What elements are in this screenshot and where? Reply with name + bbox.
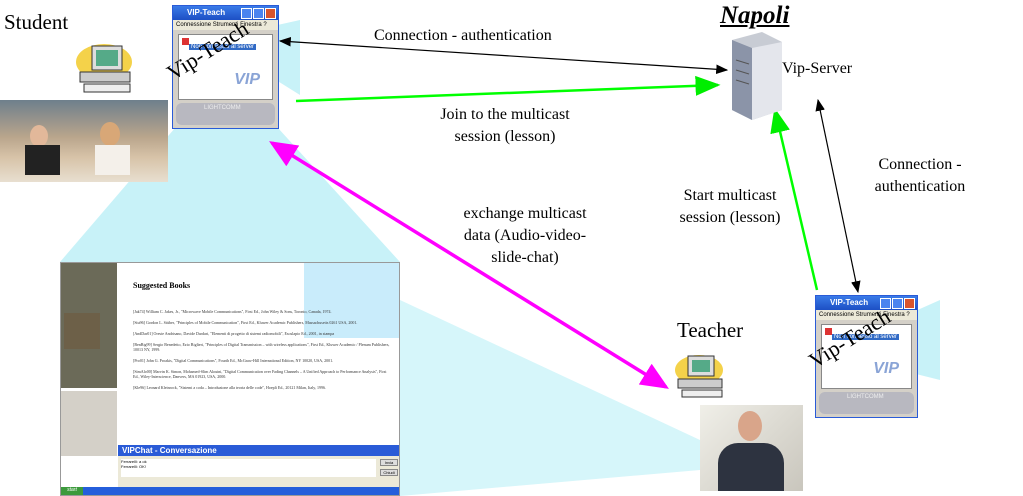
classroom-photo [0,100,168,182]
maximize-button[interactable] [892,298,903,309]
reference: [SimAlo00] Marvin K. Simon, Mohamed-Slim… [133,369,387,379]
connection-status: Non connesso al server [832,334,900,340]
slide-title: Suggested Books [133,281,191,290]
computer-icon [76,44,132,93]
connection-status: Non connesso al server [189,44,257,50]
menu-strumenti[interactable]: Strumenti [855,312,882,318]
menu-help[interactable]: ? [906,312,910,318]
teacher-beam [400,300,700,496]
label-student-auth: Connection - authentication [374,27,552,44]
vip-teach-window-teacher[interactable]: VIP-Teach Connessione Strumenti Finestra… [815,295,918,418]
reference: [Jak74] William C. Jakes, Jr., "Microwav… [133,309,332,314]
video-panel [61,263,117,388]
control-panel: LIGHTCOMM [176,103,275,125]
reference: [BenBig99] Sergio Benedetto, Ezio Biglie… [133,342,390,352]
chat-window: VIPChat - Conversazione Ferrarelli: a ok… [118,445,399,489]
label-line: authentication [874,178,966,195]
lesson-screenshot: Suggested Books [Jak74] William C. Jakes… [60,262,400,496]
label-start-multicast: Start multicast session (lesson) [660,185,800,229]
label-line: Connection - [878,156,962,173]
teacher-video [64,313,100,349]
window-title: VIP-Teach [187,8,226,17]
label-line: Start multicast [683,187,777,204]
brand-label: LIGHTCOMM [204,105,241,111]
window-title: VIP-Teach [830,298,869,307]
server-icon [732,32,782,120]
chat-send-button[interactable]: Invia [380,459,398,466]
menu-finestra[interactable]: Finestra [240,22,262,28]
arrow-exchange-data [269,141,669,389]
blue-area [304,263,399,338]
label-exchange-data: exchange multicast data (Audio-video-slid… [440,203,610,269]
server-city: Napoli [720,2,790,29]
vip-teach-window-student[interactable]: VIP-Teach Connessione Strumenti Finestra… [172,5,279,129]
student-label: Student [4,10,69,34]
vip-logo: VIP [234,71,260,88]
arrow-student-server-auth [278,36,729,75]
label-line: slide-chat) [491,249,559,266]
taskbar: start [61,487,399,495]
label-line: session (lesson) [454,128,556,145]
maximize-button[interactable] [253,8,264,19]
control-panel: LIGHTCOMM [819,392,914,414]
chat-line: Ferrarelli: a ok [121,459,147,464]
teacher-label: Teacher [677,318,744,342]
minimize-button[interactable] [880,298,891,309]
reference-list: [Jak74] William C. Jakes, Jr., "Microwav… [133,309,393,396]
close-button[interactable] [904,298,915,309]
arrow-start-multicast [770,107,819,291]
label-line: Join to the multicast [440,106,570,123]
menu-finestra[interactable]: Finestra [883,312,905,318]
teacher-photo [700,405,803,491]
error-icon [182,38,189,45]
arrow-teacher-server-auth [815,98,861,294]
label-line: session (lesson) [679,209,781,226]
menu-help[interactable]: ? [263,22,267,28]
chat-line: Ferrarelli: OK! [121,464,146,469]
reference: [Kle96] Leonard Kleinrock, "Sistemi a co… [133,385,326,390]
chat-title: VIPChat - Conversazione [118,445,399,456]
computer-icon [675,355,723,398]
menu-strumenti[interactable]: Strumenti [212,22,239,28]
menu-connessione[interactable]: Connessione [176,22,212,28]
brand-label: LIGHTCOMM [847,394,884,400]
error-icon [825,328,832,335]
arrow-join-multicast [295,75,721,103]
label-line: data (Audio-video- [463,227,587,244]
label-join-multicast: Join to the multicast session (lesson) [420,104,590,148]
start-button[interactable]: start [61,487,83,495]
reference: [Pro01] John G. Proakis, "Digital Commun… [133,358,334,363]
reference: [AndDar01] Oreste Andrisano, Davide Dard… [133,331,335,336]
vip-logo: VIP [873,360,899,377]
label-teacher-auth: Connection - authentication [855,154,985,198]
chat-close-button[interactable]: Chiudi [380,469,398,476]
close-button[interactable] [265,8,276,19]
menu-connessione[interactable]: Connessione [819,312,855,318]
vip-teach-mini [61,391,117,456]
server-label: Vip-Server [782,60,853,77]
label-line: exchange multicast [463,205,587,222]
reference: [Stu96] Gordon L. Stüber, "Principles of… [133,320,358,325]
minimize-button[interactable] [241,8,252,19]
